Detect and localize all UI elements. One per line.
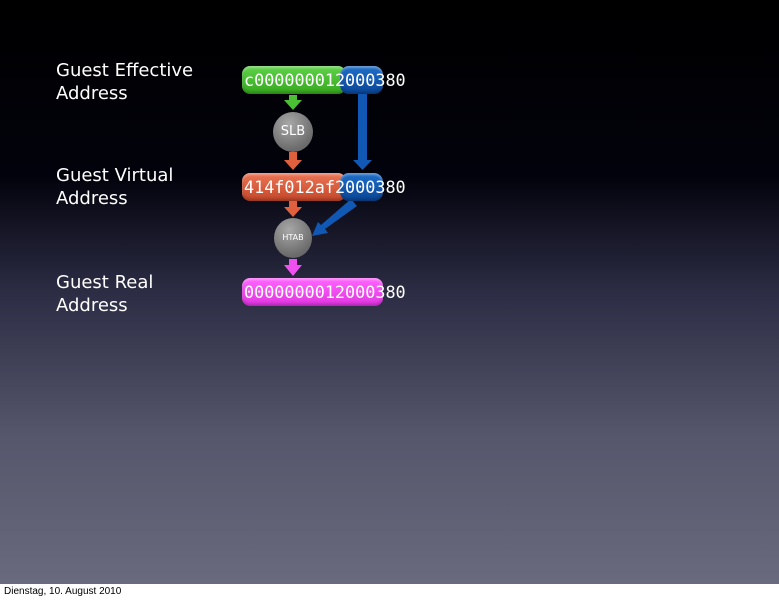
- label-line-1: Guest Effective: [56, 60, 194, 81]
- effective-suffix-pill: [340, 66, 383, 94]
- virtual-address-suffix: 2000380: [334, 177, 406, 197]
- slb-node: SLB: [273, 112, 313, 152]
- label-line-2: Address: [56, 188, 128, 209]
- label-line-2: Address: [56, 83, 128, 104]
- label-line-1: Guest Real: [56, 272, 154, 293]
- virtual-suffix-pill: [340, 173, 383, 201]
- label-guest-effective-address: Guest Effective Address: [56, 59, 226, 105]
- orange-arrow-to-virtual: [284, 152, 302, 170]
- effective-address-suffix: 2000380: [334, 70, 406, 90]
- effective-address-value: c000000012000380: [244, 66, 406, 94]
- slide: Guest Effective Address c000000012000380…: [0, 0, 779, 584]
- pink-arrow-to-real: [284, 259, 302, 276]
- virtual-prefix-pill: [242, 173, 346, 201]
- effective-prefix-pill: [242, 66, 346, 94]
- real-address-pill: [242, 278, 383, 306]
- green-arrow-to-slb: [284, 95, 302, 110]
- label-line-1: Guest Virtual: [56, 165, 174, 186]
- arrow-layer: [284, 92, 372, 276]
- virtual-address-value: 414f012af2000380: [244, 173, 406, 201]
- orange-arrow-to-htab: [284, 201, 302, 217]
- effective-address-prefix: c00000001: [244, 70, 335, 90]
- virtual-address-prefix: 414f012af: [244, 177, 335, 197]
- label-line-2: Address: [56, 295, 128, 316]
- blue-arrow-effective-to-virtual: [353, 92, 372, 170]
- htab-node: HTAB: [274, 218, 312, 258]
- label-guest-real-address: Guest Real Address: [56, 271, 226, 317]
- label-guest-virtual-address: Guest Virtual Address: [56, 164, 226, 210]
- blue-arrow-virtual-to-htab: [312, 199, 357, 236]
- footer-date: Dienstag, 10. August 2010: [4, 586, 122, 597]
- real-address-value: 0000000012000380: [244, 282, 406, 302]
